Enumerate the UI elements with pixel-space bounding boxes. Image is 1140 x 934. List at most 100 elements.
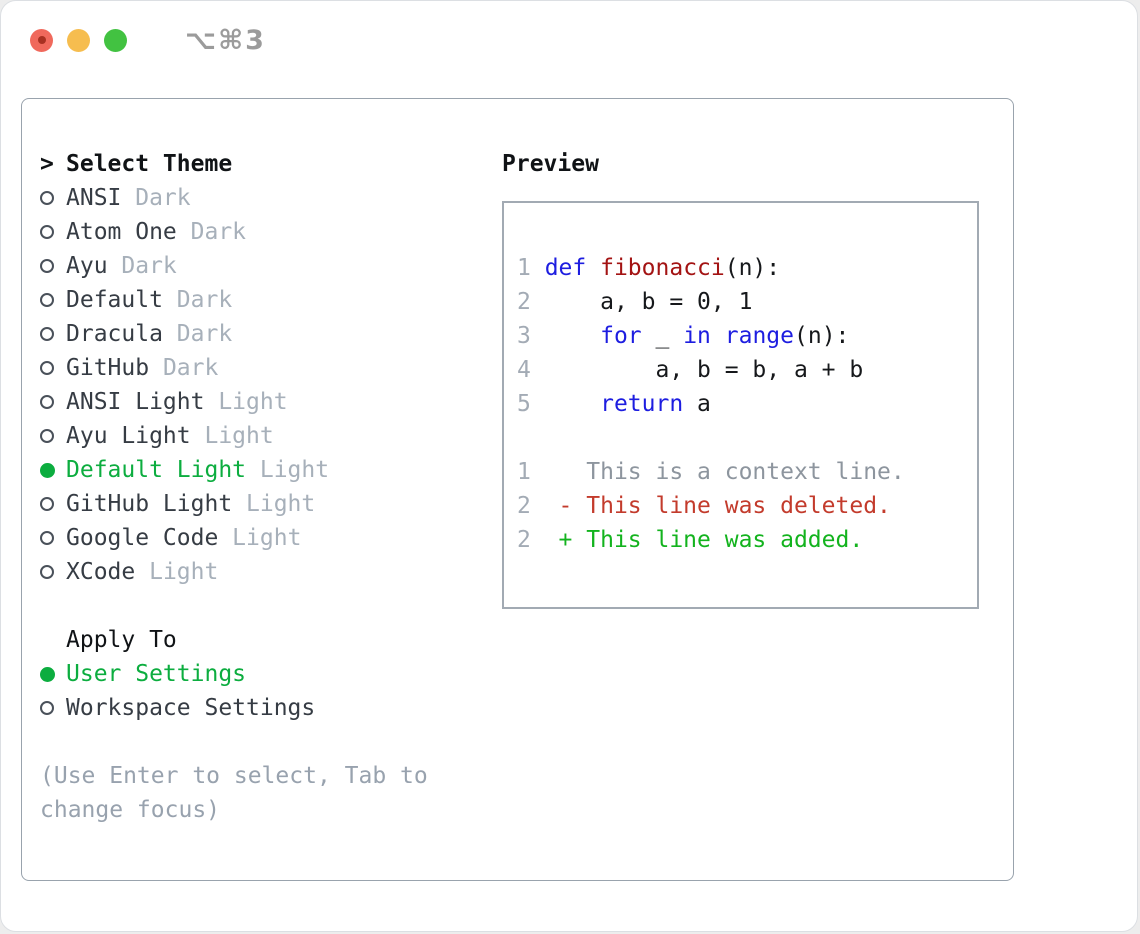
theme-option-xcode[interactable]: XCode Light [40, 555, 486, 589]
theme-option-default-light[interactable]: Default Light Light [40, 453, 486, 487]
radio-icon [40, 259, 54, 273]
code-segment-code: _ [641, 323, 684, 349]
code-segment-fn: fibonacci [600, 255, 725, 281]
code-segment-code: (n): [724, 255, 781, 281]
preview-line [517, 421, 977, 455]
window-title: ⌥⌘3 [185, 24, 266, 56]
preview-column: Preview 1 def fibonacci(n):2 a, b = 0, 1… [502, 147, 979, 609]
radio-icon [40, 361, 54, 375]
code-segment-code: a, b = b, a + b [544, 357, 864, 383]
preview-line: 5 return a [517, 387, 977, 421]
theme-name-label: Default [66, 287, 163, 313]
code-segment-num: 1 [517, 255, 545, 281]
code-segment-num: 1 [517, 459, 545, 485]
theme-option-ayu-light[interactable]: Ayu Light Light [40, 419, 486, 453]
theme-name-label: Ayu Light [66, 423, 191, 449]
preview-line: 1 def fibonacci(n): [517, 251, 977, 285]
theme-option-github-light[interactable]: GitHub Light Light [40, 487, 486, 521]
zoom-button[interactable] [104, 28, 127, 52]
theme-variant-label: Dark [176, 219, 247, 245]
theme-variant-label: Light [246, 457, 330, 483]
radio-cell [40, 666, 66, 682]
code-segment-code: (n): [794, 323, 850, 349]
selection-prompt: > [40, 151, 54, 177]
code-segment-code [545, 391, 600, 417]
radio-icon [40, 225, 54, 239]
theme-name-label: XCode [66, 559, 136, 585]
theme-name-label: ANSI Light [66, 389, 205, 415]
code-segment-ctx: This is a context line. [544, 459, 905, 485]
theme-variant-label: Light [204, 389, 288, 415]
radio-cell [40, 259, 66, 273]
radio-icon [40, 429, 54, 443]
theme-list-title: Select Theme [66, 151, 233, 177]
radio-icon [40, 293, 54, 307]
preview-line: 3 for _ in range(n): [517, 319, 977, 353]
radio-cell [40, 327, 66, 341]
hint-text: (Use Enter to select, Tab to change focu… [40, 763, 428, 823]
apply-to-header: Apply To [40, 623, 486, 657]
theme-option-dracula[interactable]: Dracula Dark [40, 317, 486, 351]
code-segment-code [586, 255, 600, 281]
preview-line: 2 a, b = 0, 1 [517, 285, 977, 319]
radio-cell [40, 701, 66, 715]
theme-variant-label: Light [218, 525, 302, 551]
theme-variant-label: Dark [121, 185, 191, 211]
preview-line: 1 This is a context line. [517, 455, 977, 489]
theme-name-label: Atom One [66, 219, 177, 245]
code-segment-code: a, b = 0, 1 [544, 289, 753, 315]
radio-cell [40, 497, 66, 511]
spacer [40, 589, 486, 623]
titlebar: ⌥⌘3 [1, 1, 1137, 79]
theme-variant-label: Dark [149, 355, 219, 381]
theme-option-ansi-light[interactable]: ANSI Light Light [40, 385, 486, 419]
theme-variant-label: Dark [107, 253, 177, 279]
radio-cell [40, 429, 66, 443]
code-segment-kw: return [600, 391, 684, 417]
theme-variant-label: Dark [162, 321, 233, 347]
theme-option-atom-one[interactable]: Atom One Dark [40, 215, 486, 249]
theme-name-label: Dracula [66, 321, 163, 347]
theme-option-ansi[interactable]: ANSI Dark [40, 181, 486, 215]
apply-option-user-settings[interactable]: User Settings [40, 657, 486, 691]
preview-line: 2 - This line was deleted. [517, 489, 977, 523]
radio-cell [40, 191, 66, 205]
theme-name-label: Ayu [66, 253, 108, 279]
theme-option-google-code[interactable]: Google Code Light [40, 521, 486, 555]
radio-cell [40, 225, 66, 239]
radio-icon [40, 462, 55, 478]
theme-name-label: Default Light [66, 457, 247, 483]
radio-cell [40, 293, 66, 307]
theme-name-label: GitHub Light [66, 491, 233, 517]
radio-icon [40, 565, 54, 579]
radio-icon [40, 701, 54, 715]
apply-to-title: Apply To [66, 627, 177, 653]
code-segment-del: - This line was deleted. [544, 493, 891, 519]
theme-option-github[interactable]: GitHub Dark [40, 351, 486, 385]
theme-variant-label: Light [232, 491, 316, 517]
theme-name-label: GitHub [66, 355, 150, 381]
theme-name-label: Google Code [66, 525, 219, 551]
theme-variant-label: Light [135, 559, 219, 585]
code-segment-code [711, 323, 725, 349]
radio-cell [40, 395, 66, 409]
radio-cell [40, 361, 66, 375]
radio-cell [40, 565, 66, 579]
radio-icon [40, 327, 54, 341]
radio-cell [40, 462, 66, 478]
apply-option-label: Workspace Settings [66, 695, 316, 721]
code-segment-num: 4 [517, 357, 545, 383]
radio-icon [40, 395, 54, 409]
close-button[interactable] [30, 28, 53, 52]
theme-variant-label: Light [190, 423, 274, 449]
radio-icon [40, 497, 54, 511]
theme-option-default[interactable]: Default Dark [40, 283, 486, 317]
apply-option-workspace-settings[interactable]: Workspace Settings [40, 691, 486, 725]
minimize-button[interactable] [67, 28, 90, 52]
theme-option-ayu[interactable]: Ayu Dark [40, 249, 486, 283]
